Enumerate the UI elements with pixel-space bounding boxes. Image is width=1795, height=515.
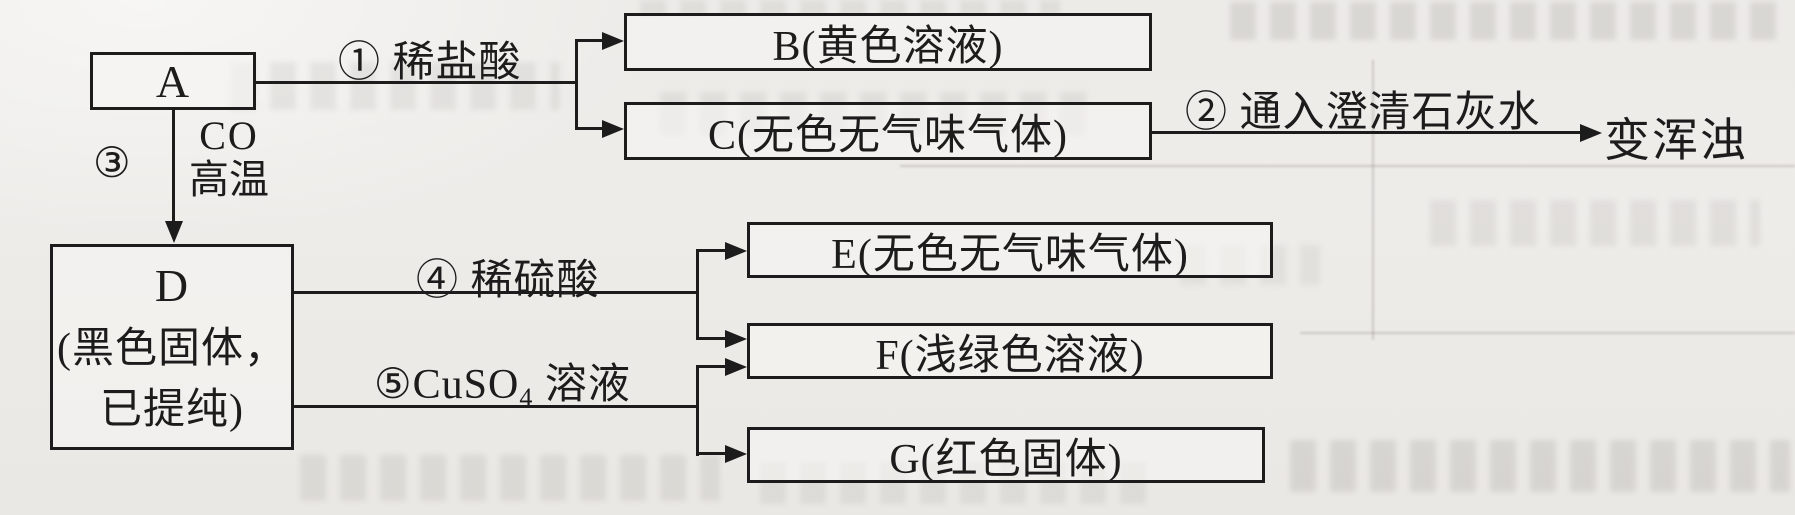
node-box-F: F(浅绿色溶液) — [747, 323, 1273, 379]
edge1-arrow-b-line — [575, 39, 605, 42]
node-box-G: G(红色固体) — [747, 427, 1265, 483]
edge1-arrow-c-line — [575, 127, 605, 130]
edge4-label: ④ 稀硫酸 — [416, 258, 600, 304]
node-label-D: D — [154, 259, 190, 311]
node-label-D-desc2: 已提纯) — [100, 387, 244, 434]
edge2-result-label: 变浑浊 — [1604, 115, 1748, 166]
edge1-label: ① 稀盐酸 — [338, 40, 522, 86]
bleed-rule — [1300, 332, 1795, 334]
edge3-number: ③ — [93, 141, 132, 187]
edge5-arrow-g-line — [696, 452, 726, 455]
node-box-B: B(黄色溶液) — [624, 13, 1152, 71]
bleed-artifact — [1230, 2, 1790, 40]
edge2-label: ② 通入澄清石灰水 — [1185, 90, 1541, 136]
edge3-condition-stack: CO 高温 — [184, 116, 274, 200]
node-label-D-desc1: (黑色固体， — [57, 326, 287, 373]
node-box-A: A — [90, 52, 256, 110]
edge3-arrowhead-icon — [164, 221, 183, 243]
node-label-G: G(红色固体) — [889, 436, 1123, 483]
edge4-line — [294, 291, 699, 294]
bleed-artifact — [300, 455, 720, 501]
edge4-arrow-f-line — [696, 337, 726, 340]
edge5-line — [294, 405, 699, 408]
edge5-label-prefix: ⑤CuSO — [374, 362, 520, 408]
edge4-arrowhead-e-icon — [725, 241, 747, 260]
bleed-artifact — [1430, 200, 1760, 246]
node-label-F: F(浅绿色溶液) — [875, 332, 1145, 379]
node-label-C: C(无色无气味气体) — [708, 112, 1068, 159]
node-label-E: E(无色无气味气体) — [831, 231, 1189, 278]
bleed-artifact — [1290, 440, 1790, 492]
node-box-E: E(无色无气味气体) — [747, 222, 1273, 278]
edge2-arrowhead-icon — [1580, 123, 1602, 142]
edge1-arrowhead-b-icon — [602, 31, 624, 50]
edge3-condition: 高温 — [189, 157, 269, 202]
edge5-arrowhead-g-icon — [725, 444, 747, 463]
node-box-C: C(无色无气味气体) — [624, 102, 1152, 160]
edge5-arrowhead-f-icon — [725, 357, 747, 376]
node-box-D: D (黑色固体， 已提纯) — [50, 244, 294, 450]
edge5-label-suffix: 溶液 — [533, 362, 631, 408]
edge1-arrowhead-c-icon — [602, 119, 624, 138]
node-label-A: A — [155, 55, 191, 107]
edge4-arrow-e-line — [696, 249, 726, 252]
edge3-line — [172, 110, 175, 223]
edge5-branch — [696, 365, 699, 456]
edge1-branch — [575, 39, 578, 129]
edge4-arrowhead-f-icon — [725, 329, 747, 348]
edge2-line — [1152, 131, 1584, 134]
edge5-arrow-f-line — [696, 365, 726, 368]
edge5-label-subscript: 4 — [519, 383, 534, 412]
edge5-label: ⑤CuSO4 溶液 — [374, 350, 631, 413]
edge4-branch — [696, 249, 699, 340]
node-label-B: B(黄色溶液) — [772, 23, 1004, 70]
edge3-reagent: CO — [199, 113, 259, 158]
edge1-line — [256, 81, 578, 84]
